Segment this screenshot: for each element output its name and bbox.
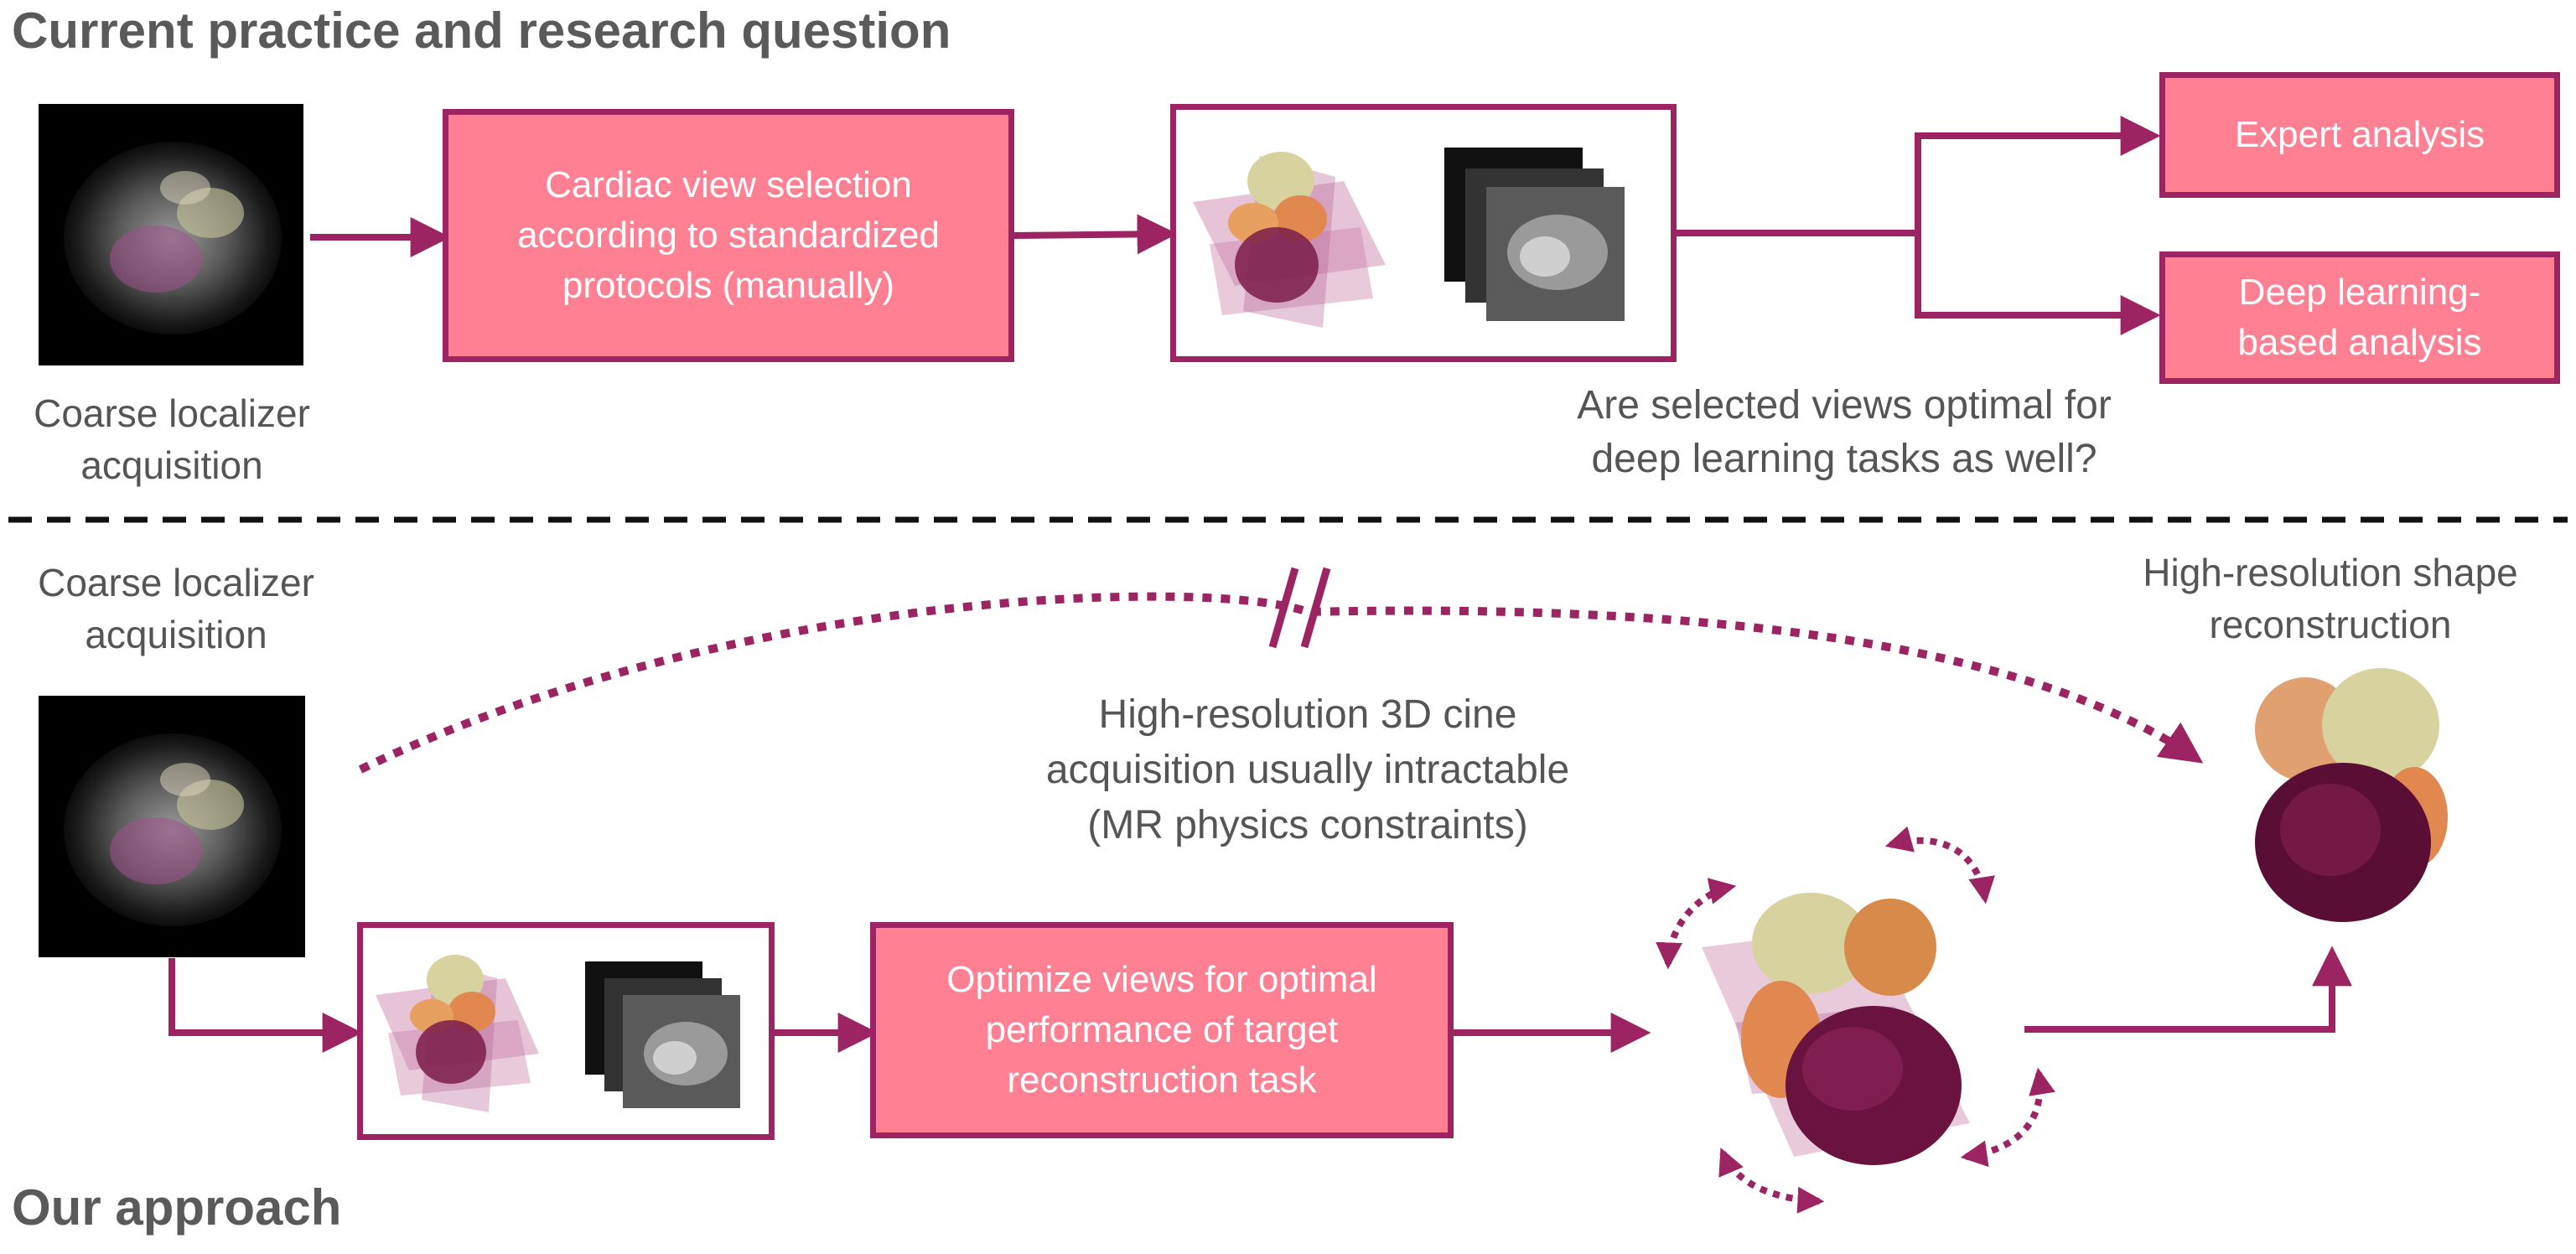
- bottom-section-heading: Our approach: [12, 1179, 342, 1236]
- rotate-arrow-top-left: [1656, 878, 1737, 970]
- rotate-arrow-bottom-right: [1960, 1067, 2055, 1168]
- view-selection-box: Cardiac view selection according to stan…: [443, 109, 1014, 362]
- bottom-localizer-caption: Coarse localizer acquisition: [38, 561, 314, 656]
- bottom-heart-planes-graphic: [376, 955, 740, 1112]
- deep-learning-analysis-box: Deep learning- based analysis: [2159, 251, 2560, 384]
- break-mark-2: [1300, 567, 1331, 649]
- intractable-caption: High-resolution 3D cine acquisition usua…: [1045, 692, 1570, 847]
- top-views-illustration: [1170, 104, 1677, 362]
- arrow-selection-to-views: [1012, 214, 1178, 255]
- arrow-localizer-to-views: [168, 958, 363, 1053]
- shape-reconstruction-caption: High-resolution shape reconstruction: [2143, 551, 2518, 646]
- top-localizer-caption: Coarse localizer acquisition: [34, 391, 310, 487]
- arrow-to-expert: [1915, 116, 2161, 233]
- arrow-to-deep: [1915, 233, 2161, 335]
- top-localizer-image: [39, 104, 303, 365]
- break-mark-1: [1268, 567, 1299, 649]
- bottom-localizer-image: [39, 696, 305, 957]
- rotate-arrow-top-right: [1884, 826, 1995, 904]
- expert-analysis-box: Expert analysis: [2159, 72, 2560, 198]
- top-section-heading: Current practice and research question: [12, 3, 951, 59]
- arrow-planes-to-shape: [2024, 946, 2352, 1033]
- research-question: Are selected views optimal for deep lear…: [1577, 383, 2112, 481]
- optimized-planes-heart: [1685, 872, 2020, 1199]
- high-res-shape-heart: [2234, 662, 2452, 930]
- bottom-views-illustration: [357, 922, 775, 1140]
- top-heart-planes-graphic: [1193, 148, 1625, 328]
- optimize-views-box: Optimize views for optimal performance o…: [870, 922, 1454, 1138]
- intractable-dotted-arc: [358, 592, 2204, 774]
- rotate-arrow-bottom-left: [1718, 1148, 1825, 1214]
